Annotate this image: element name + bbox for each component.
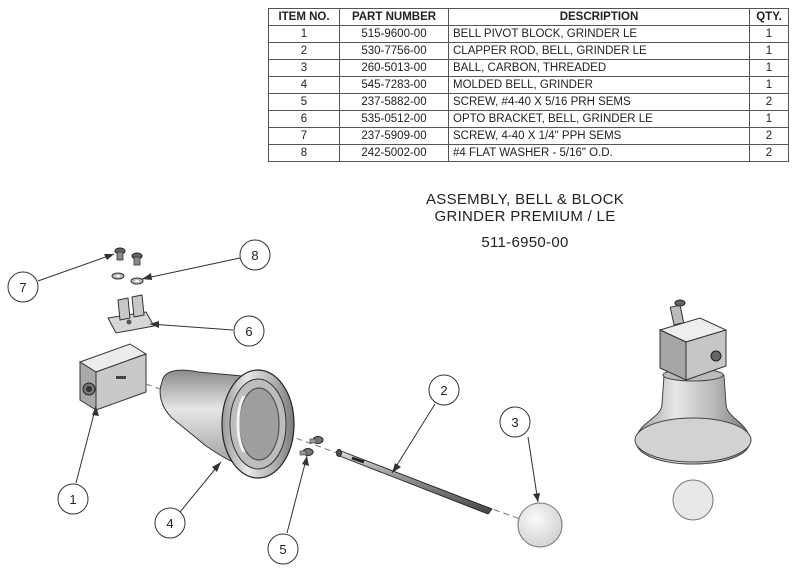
- callout-1: 1: [57, 483, 89, 515]
- callout-label-4: 4: [166, 516, 173, 531]
- callout-4: 4: [154, 507, 186, 539]
- callout-label-5: 5: [279, 542, 286, 557]
- callout-label-2: 2: [440, 383, 447, 398]
- leader-line-4: [179, 461, 222, 513]
- leader-line-7: [37, 253, 115, 282]
- assembly-title: ASSEMBLY, BELL & BLOCK GRINDER PREMIUM /…: [380, 191, 670, 225]
- leader-line-3: [527, 436, 539, 503]
- leader-lines: [37, 253, 539, 534]
- opto-bracket-item-6: [107, 294, 155, 334]
- leader-line-5: [286, 455, 308, 534]
- screw-item-7-left: [114, 247, 126, 261]
- callout-label-8: 8: [251, 248, 258, 263]
- title-line-1: ASSEMBLY, BELL & BLOCK: [425, 191, 625, 208]
- cell-part-number: 242-5002-00: [339, 144, 449, 162]
- assembled-view: [634, 299, 752, 521]
- cell-description: CLAPPER ROD, BELL, GRINDER LE: [448, 42, 750, 60]
- screw-item-5-upper: [309, 436, 324, 444]
- callout-5: 5: [267, 533, 299, 565]
- leader-line-8: [141, 257, 241, 280]
- callout-label-3: 3: [511, 415, 518, 430]
- callout-6: 6: [233, 315, 265, 347]
- pivot-block-item-1: [78, 343, 148, 411]
- cell-description: SCREW, #4-40 X 5/16 PRH SEMS: [448, 93, 750, 111]
- leader-line-6: [149, 323, 234, 331]
- callout-label-6: 6: [245, 324, 252, 339]
- leader-arrowheads: [92, 254, 540, 502]
- leader-line-1: [75, 405, 97, 484]
- cell-item-no: 8: [268, 144, 340, 162]
- cell-part-number: 260-5013-00: [339, 59, 449, 77]
- cell-description: BELL PIVOT BLOCK, GRINDER LE: [448, 25, 750, 43]
- cell-part-number: 545-7283-00: [339, 76, 449, 94]
- callout-label-7: 7: [19, 280, 26, 295]
- washer-item-8-left: [111, 272, 125, 280]
- cell-description: #4 FLAT WASHER - 5/16" O.D.: [448, 144, 750, 162]
- screw-item-7-right: [131, 252, 143, 266]
- assembly-part-number: 511-6950-00: [481, 234, 569, 251]
- title-line-2: GRINDER PREMIUM / LE: [434, 208, 616, 225]
- cell-part-number: 237-5909-00: [339, 127, 449, 145]
- washer-item-8-right: [130, 277, 144, 285]
- screw-item-5-lower: [299, 448, 314, 456]
- callout-label-1: 1: [69, 492, 76, 507]
- callout-8: 8: [239, 239, 271, 271]
- leader-line-2: [391, 403, 436, 474]
- callout-7: 7: [7, 271, 39, 303]
- callout-2: 2: [428, 374, 460, 406]
- callout-3: 3: [499, 406, 531, 438]
- cell-qty: 2: [749, 144, 789, 162]
- molded-bell-item-4: [159, 369, 295, 479]
- carbon-ball-item-3: [517, 502, 563, 548]
- clapper-rod-item-2: [336, 449, 493, 515]
- cell-description: MOLDED BELL, GRINDER: [448, 76, 750, 94]
